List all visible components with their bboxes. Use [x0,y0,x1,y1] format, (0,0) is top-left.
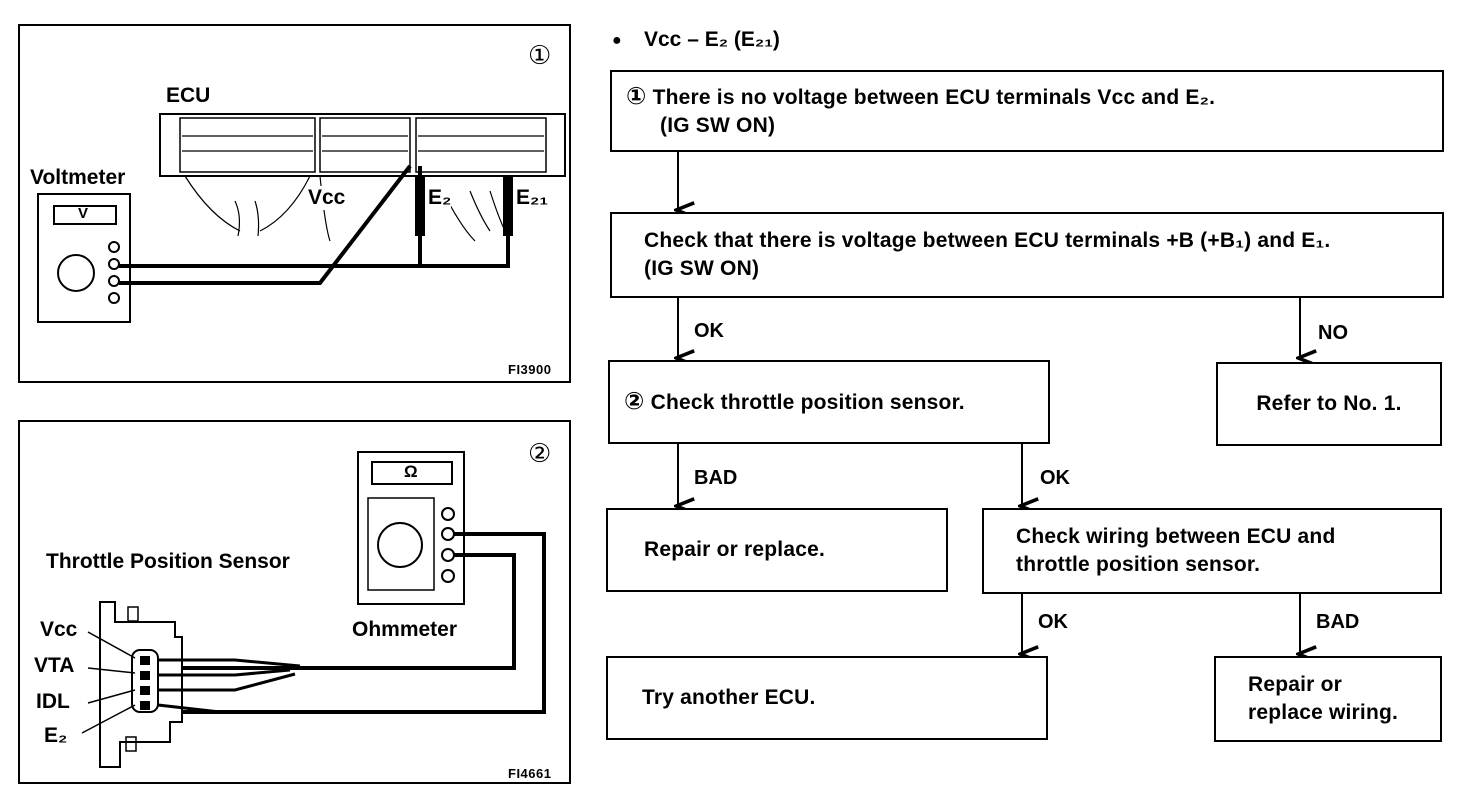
voltmeter-display: V [78,205,89,222]
e21-terminal-label: E₂₁ [516,186,549,210]
voltmeter-label: Voltmeter [30,166,126,189]
e2-terminal-label: E₂ [428,186,452,210]
refer-text: Refer to No. 1. [1256,392,1402,415]
pin-label-e2: E₂ [44,724,68,747]
label-bad-1: BAD [694,467,738,489]
ecu-label: ECU [166,84,211,107]
label-ok-1: OK [694,320,724,342]
heading-bullet: ● [612,32,622,49]
repair-wiring-line-1: Repair or [1248,673,1342,696]
label-no-1: NO [1318,322,1348,344]
heading-title: Vcc – E₂ (E₂₁) [644,28,780,51]
check-b-text: Check that there is voltage between ECU … [644,229,1331,252]
label-ok-3: OK [1038,611,1068,633]
voltmeter-diagram-drawing [37,113,566,323]
flow-step-1-no-voltage: ① There is no voltage between ECU termin… [610,70,1444,152]
flow-step-2-check-sensor: ② Check throttle position sensor. [608,360,1050,444]
figure-code-2: FI4661 [508,766,552,781]
repair-text: Repair or replace. [644,538,826,561]
circle-number-1: ① [528,40,552,70]
ohmmeter-label: Ohmmeter [352,618,458,641]
step-2-text: Check throttle position sensor. [650,390,965,414]
step-1-number: ① [626,82,647,110]
figure-code-1: FI3900 [508,362,552,377]
step-2-line: ② Check throttle position sensor. [624,388,1034,417]
circle-number-2: ② [528,438,552,468]
flow-check-wiring: Check wiring between ECU and throttle po… [982,508,1442,594]
ohmmeter-display: Ω [404,462,418,481]
flow-check-b-voltage: Check that there is voltage between ECU … [610,212,1444,298]
step-1-line-1: ① There is no voltage between ECU termin… [626,83,1428,112]
throttle-position-sensor-label: Throttle Position Sensor [46,550,290,573]
pin-label-vcc: Vcc [40,618,78,641]
step-2-number: ② [624,387,645,415]
flow-refer-no-1: Refer to No. 1. [1216,362,1442,446]
step-1-condition: (IG SW ON) [660,113,776,137]
check-wiring-line-2: throttle position sensor. [1016,553,1261,576]
ohmmeter-diagram-panel: ② Throttle Position Sensor Ohmmeter Ω Vc… [18,420,571,784]
pin-label-idl: IDL [36,690,70,713]
voltmeter-diagram-panel: ① ECU Voltmeter V Vcc E₂ E₂₁ FI3900 [18,24,571,383]
pin-label-vta: VTA [34,654,75,677]
ohmmeter-diagram-drawing [81,451,546,768]
flow-try-another-ecu: Try another ECU. [606,656,1048,740]
flow-repair-or-replace: Repair or replace. [606,508,948,592]
try-ecu-text: Try another ECU. [642,686,816,709]
vcc-terminal-label: Vcc [308,186,346,210]
check-wiring-line-1: Check wiring between ECU and [1016,525,1336,548]
repair-wiring-line-2: replace wiring. [1248,701,1399,724]
label-ok-2: OK [1040,467,1070,489]
label-bad-2: BAD [1316,611,1360,633]
check-b-condition: (IG SW ON) [644,257,760,280]
step-1-text: There is no voltage between ECU terminal… [652,85,1216,109]
flow-repair-wiring: Repair or replace wiring. [1214,656,1442,742]
